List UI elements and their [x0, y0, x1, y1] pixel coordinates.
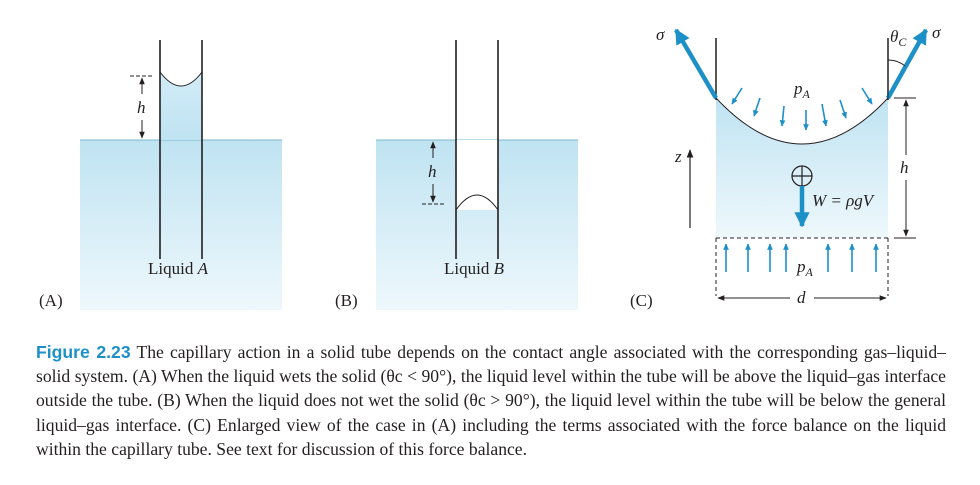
- panel-b-tag: (B): [335, 291, 358, 310]
- figure-caption: Figure 2.23 The capillary action in a so…: [36, 340, 946, 461]
- panel-c-pressure-top-label: pA: [793, 79, 811, 101]
- panel-c: σ σ θC pA pA W = ρgV z: [630, 23, 941, 310]
- panel-c-z-axis-label: z: [674, 147, 682, 166]
- panel-a: h Liquid A (A): [39, 40, 282, 310]
- panel-c-meniscus-pressure-arrow: [821, 103, 828, 127]
- capillary-figure: h Liquid A (A) h Liquid B (B) σ σ θC: [39, 23, 941, 310]
- panel-c-pressure-bottom-label: pA: [796, 257, 814, 279]
- panel-c-meniscus-pressure-arrow: [731, 87, 743, 105]
- panel-b-liquid-label: Liquid B: [444, 259, 505, 278]
- figure-caption-label: Figure 2.23: [36, 342, 131, 362]
- panel-c-meniscus-pressure-arrow: [753, 97, 761, 117]
- panel-c-sigma-left-label: σ: [656, 25, 665, 44]
- panel-a-liquid-label: Liquid A: [148, 259, 209, 278]
- panel-b: h Liquid B (B): [335, 40, 578, 310]
- panel-c-height-label: h: [900, 158, 909, 177]
- figure-caption-text: The capillary action in a solid tube dep…: [36, 342, 946, 459]
- panel-a-reservoir: [80, 140, 282, 310]
- panel-c-diameter-label: d: [797, 288, 806, 307]
- panel-c-angle-arc: [887, 59, 906, 67]
- panel-c-sigma-right-arrow: [886, 28, 928, 100]
- panel-b-height-label: h: [428, 162, 437, 181]
- panel-c-sigma-left-arrow: [674, 28, 718, 100]
- panel-c-meniscus-pressure-arrow: [861, 87, 873, 105]
- panel-c-meniscus: [715, 97, 889, 145]
- panel-a-meniscus: [159, 71, 203, 87]
- panel-c-weight-label: W = ρgV: [812, 191, 876, 210]
- panel-c-tag: (C): [630, 291, 653, 310]
- panel-c-sigma-right-label: σ: [932, 23, 941, 42]
- panel-b-meniscus: [455, 194, 499, 211]
- panel-c-meniscus-pressure-arrow: [839, 99, 847, 119]
- panel-a-tube-liquid: [160, 72, 202, 140]
- panel-a-height-label: h: [137, 98, 146, 117]
- panel-c-theta-label: θC: [890, 27, 907, 49]
- panel-a-tag: (A): [39, 291, 63, 310]
- panel-c-meniscus-pressure-arrow: [779, 105, 786, 127]
